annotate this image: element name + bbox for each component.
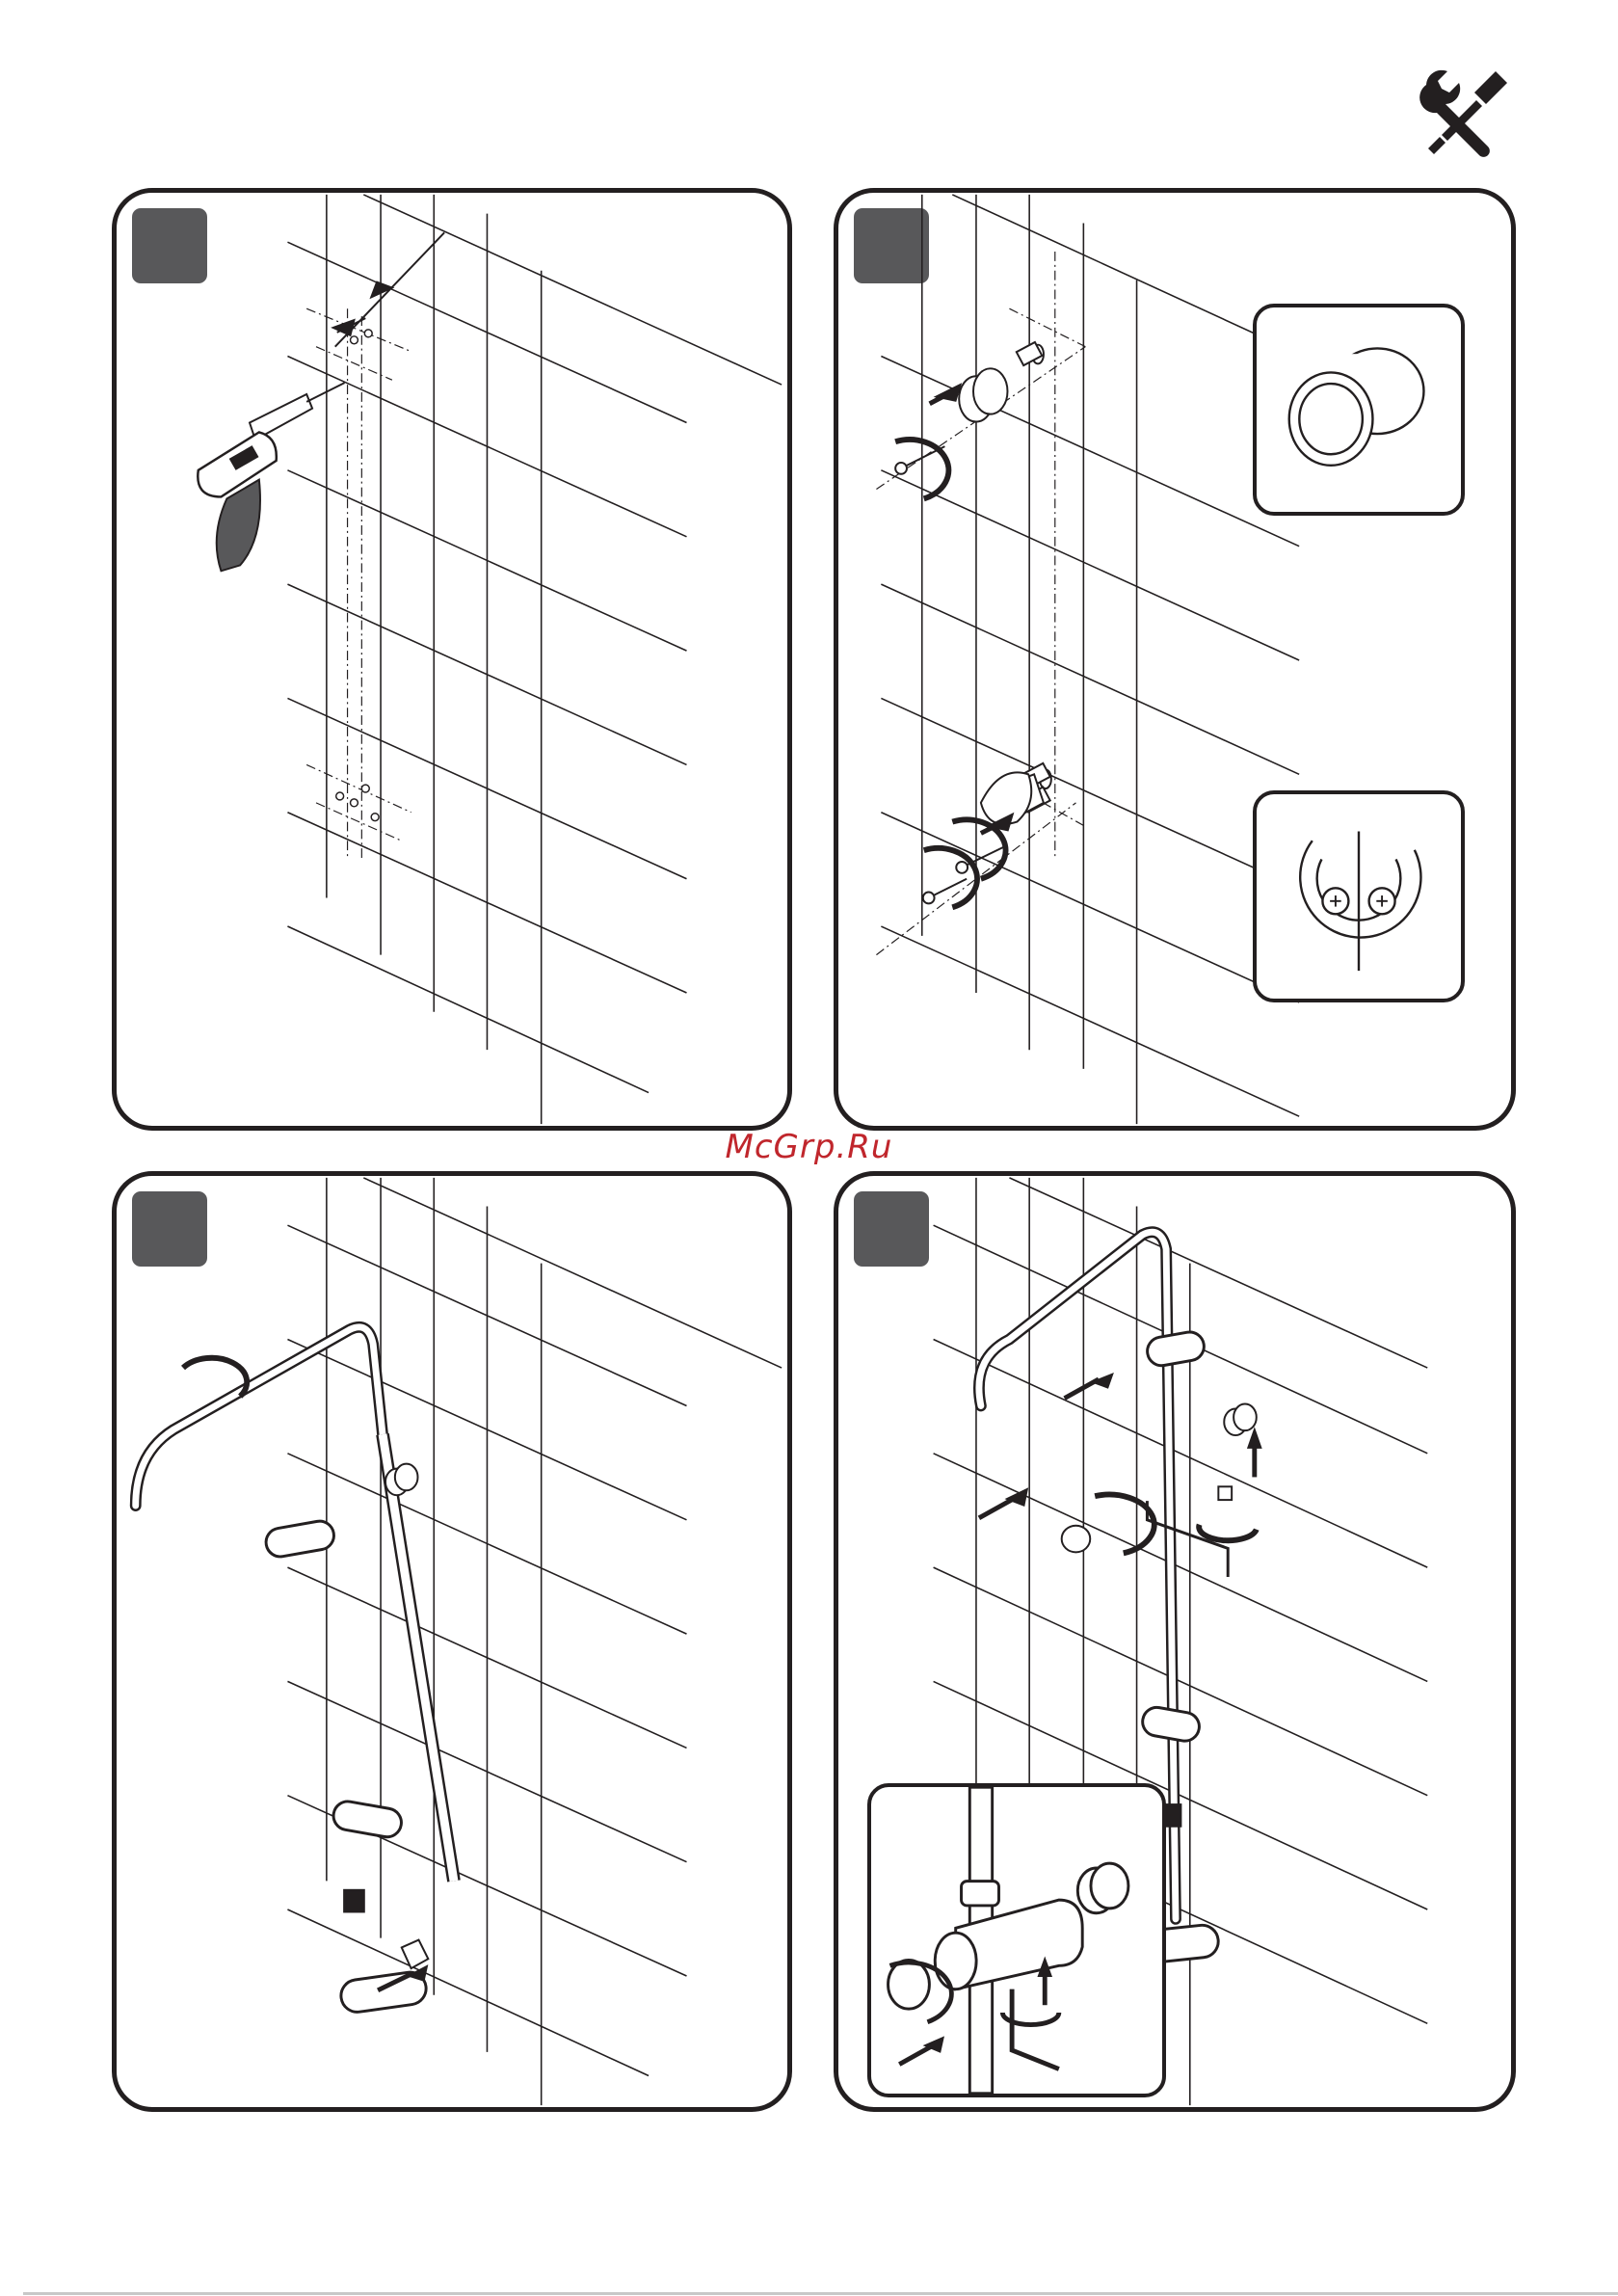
adapter-detail (1253, 304, 1465, 516)
step-1-illustration (117, 193, 787, 1126)
drill-icon (198, 383, 344, 571)
shower-riser-icon (136, 1327, 454, 2015)
step-2-panel (834, 188, 1516, 1131)
step-4-panel (834, 1171, 1516, 2112)
watermark: McGrp.Ru (0, 1128, 1618, 1166)
cap-icon (1062, 1526, 1091, 1553)
screw-icon (895, 446, 1004, 903)
step-3-panel (112, 1171, 792, 2112)
step-3-illustration (117, 1176, 787, 2107)
tools-icon (1417, 64, 1513, 160)
rotate-arrow-icon (895, 440, 1005, 907)
footer-rule (23, 2292, 1618, 2295)
bracket-detail (1253, 790, 1465, 1002)
mixer-detail (867, 1783, 1166, 2097)
step-1-panel (112, 188, 792, 1131)
dowel-icon (1017, 342, 1051, 812)
